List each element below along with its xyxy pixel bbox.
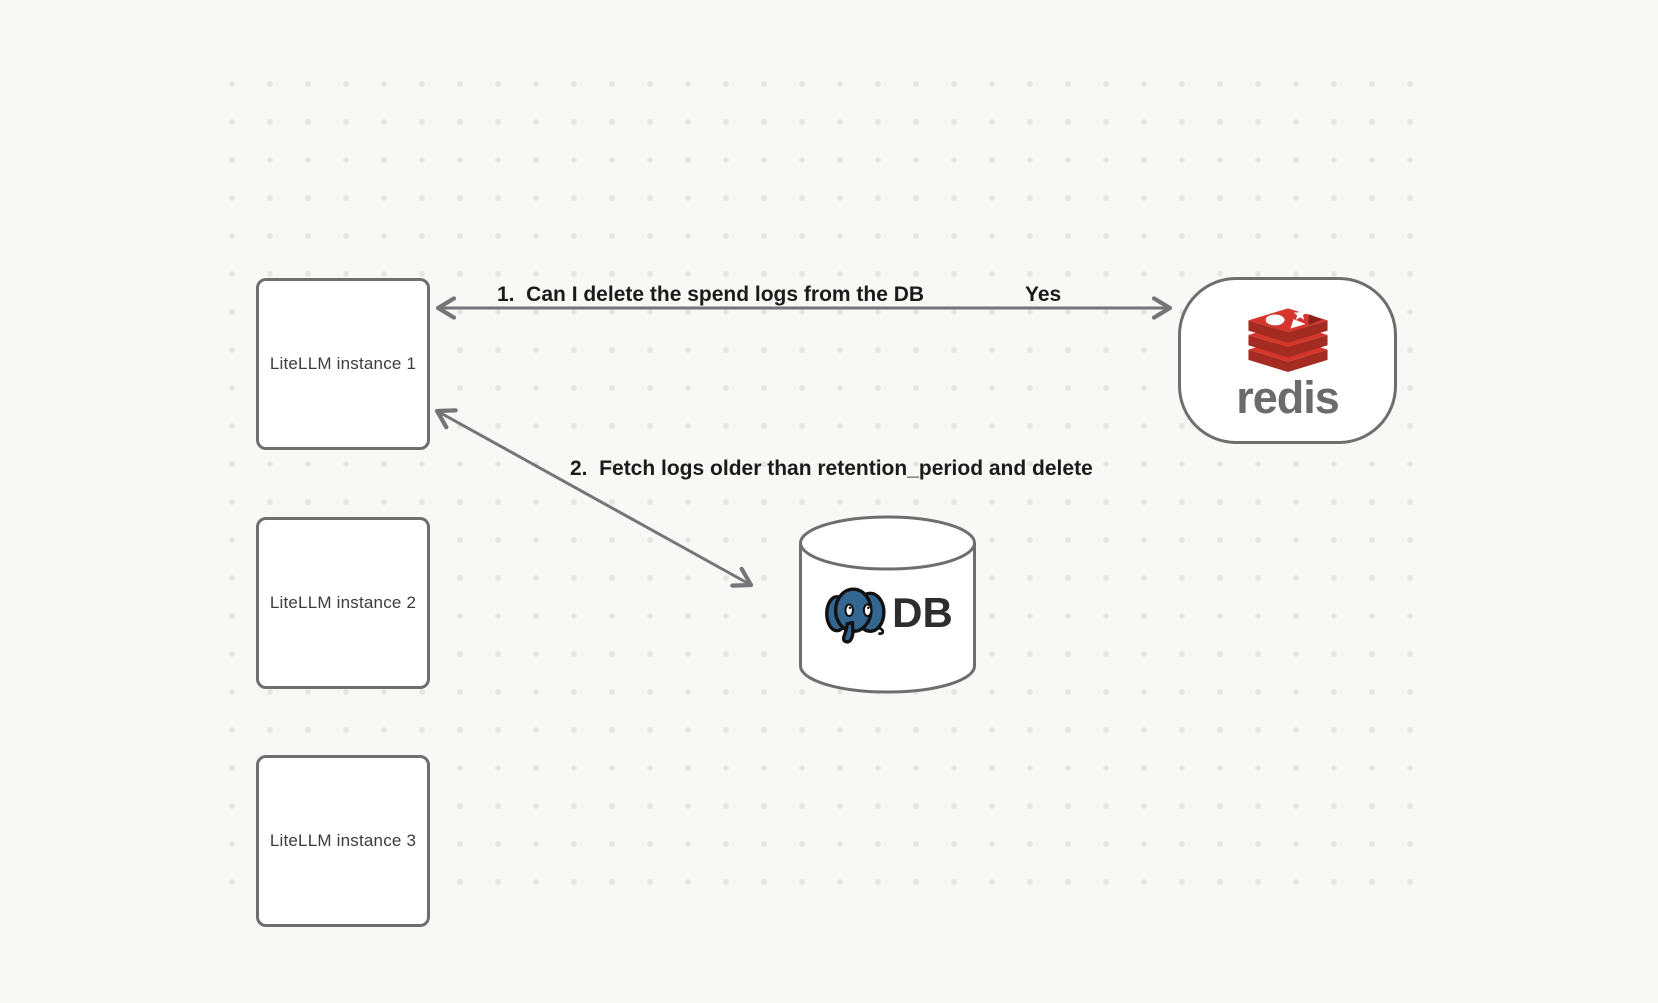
- edge1-reply-label: Yes: [1025, 283, 1062, 306]
- litellm-instance-1-node: LiteLLM instance 1: [256, 278, 430, 450]
- redis-wordmark: redis: [1236, 371, 1340, 423]
- cylinder-shape: [799, 515, 976, 694]
- litellm-instance-2-label: LiteLLM instance 2: [269, 593, 417, 612]
- redis-logo-icon: [1247, 307, 1328, 372]
- edge2-action-label: 2. Fetch logs older than retention_perio…: [570, 457, 1093, 480]
- litellm-instance-1-label: LiteLLM instance 1: [269, 354, 417, 373]
- postgresql-elephant-icon: [825, 587, 886, 644]
- database-cylinder-node: DB: [797, 514, 978, 696]
- redis-node: redis: [1178, 277, 1397, 444]
- edge1-question-label: 1. Can I delete the spend logs from the …: [497, 283, 925, 306]
- db-label: DB: [892, 589, 953, 636]
- litellm-instance-3-label: LiteLLM instance 3: [269, 831, 417, 850]
- litellm-instance-3-node: LiteLLM instance 3: [256, 755, 430, 927]
- litellm-instance-2-node: LiteLLM instance 2: [256, 517, 430, 689]
